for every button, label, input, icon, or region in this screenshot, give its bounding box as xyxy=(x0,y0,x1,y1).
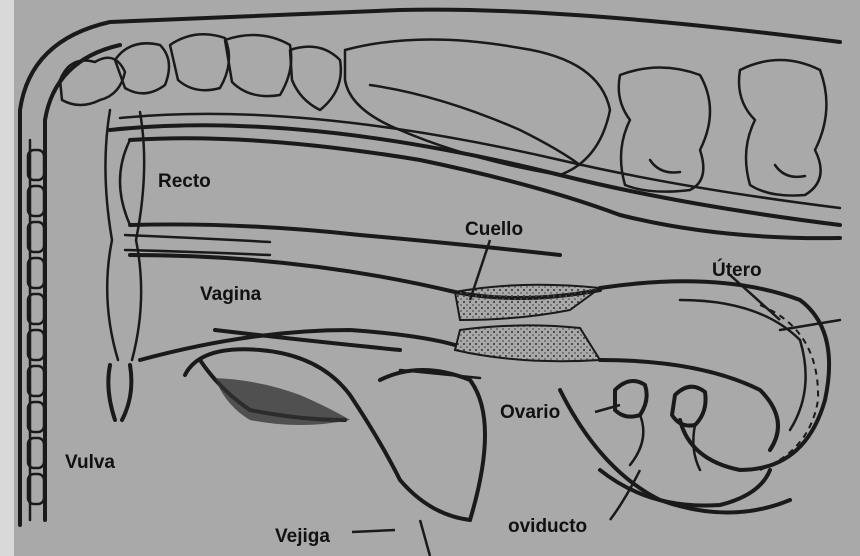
label-utero: Útero xyxy=(712,259,762,281)
label-cuello: Cuello xyxy=(465,219,523,240)
cervix xyxy=(455,285,600,361)
vulva xyxy=(108,365,131,420)
spine-lower-boundary-inner xyxy=(120,114,840,208)
label-vulva: Vulva xyxy=(65,452,115,473)
label-recto: Recto xyxy=(158,171,211,192)
label-oviducto: oviducto xyxy=(508,516,587,537)
left-margin xyxy=(0,0,14,556)
label-vagina: Vagina xyxy=(200,284,262,305)
uterus xyxy=(600,281,840,470)
ovaries xyxy=(615,381,706,470)
perineum-tissue xyxy=(105,110,270,360)
label-ovario: Ovario xyxy=(500,402,560,423)
label-vejiga: Vejiga xyxy=(275,526,330,547)
bladder xyxy=(185,349,485,520)
